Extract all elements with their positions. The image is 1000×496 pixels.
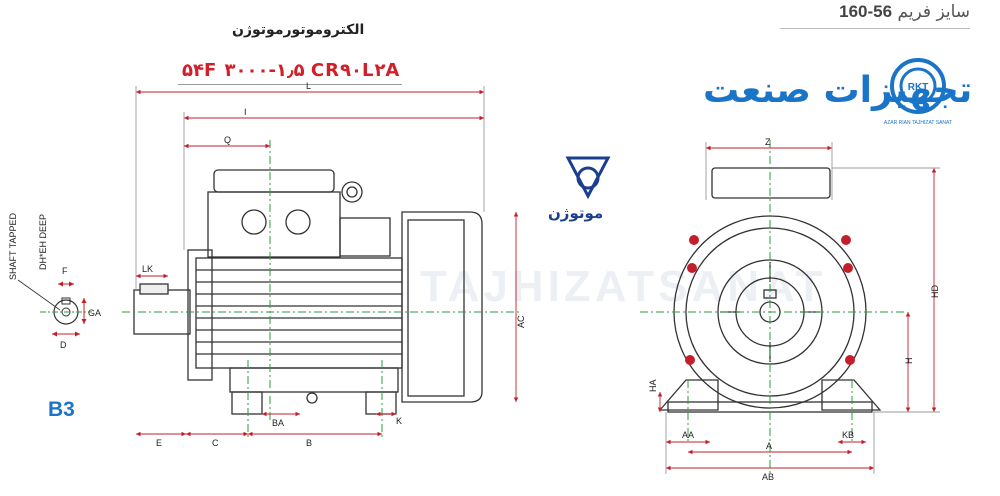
- dim-hd-label: HD: [930, 285, 940, 298]
- dim-ab-label: AB: [762, 472, 774, 482]
- dh-eh-deep-label: DH*EH DEEP: [38, 214, 48, 270]
- dim-kb-label: KB: [842, 430, 854, 440]
- dim-ha-label: HA: [648, 379, 658, 392]
- dim-ac-label: AC: [516, 315, 526, 328]
- front-dimension-labels: Z HD H HA AA A KB AB: [648, 137, 940, 482]
- frame-size-label: سایز فریم 56-160: [839, 2, 970, 22]
- motor-title: الکتروموتورموتوژن: [232, 22, 365, 38]
- dim-a-label: A: [766, 441, 772, 451]
- front-dimensions: [657, 142, 940, 474]
- dim-b-label: B: [306, 438, 312, 448]
- dim-ba-label: BA: [272, 418, 284, 428]
- side-centerlines: [122, 140, 520, 440]
- dim-d-label: D: [60, 340, 67, 350]
- shaft-end-detail: F GA D SHAFT TAPPED DH*EH DEEP: [8, 212, 101, 350]
- watermark: TAJHIZATSANAT: [420, 262, 827, 311]
- frame-size-text: سایز فریم: [897, 2, 971, 22]
- company-logo-icon: RKT AZAR RIAN TAJHIZAT SANAT: [884, 58, 952, 126]
- model-code: ۵۴F ۳۰۰۰-۱٫۵ CR۹۰L۲A: [182, 60, 401, 81]
- front-centerlines: [640, 140, 905, 474]
- dim-h-label: H: [904, 358, 914, 365]
- dim-f-label: F: [62, 266, 68, 276]
- motogen-logo-icon: [565, 156, 611, 200]
- company-logo-text: RKT: [908, 82, 929, 93]
- dim-q-label: Q: [224, 135, 231, 145]
- mount-type-label: B3: [48, 398, 75, 421]
- shaft-tapped-label: SHAFT TAPPED: [8, 212, 18, 280]
- dim-e-label: E: [156, 438, 162, 448]
- dim-z-label: Z: [765, 137, 771, 147]
- dim-lk-label: LK: [142, 264, 153, 274]
- dim-l-label: L: [306, 81, 311, 91]
- dim-aa-label: AA: [682, 430, 694, 440]
- company-tagline: AZAR RIAN TAJHIZAT SANAT: [884, 120, 952, 126]
- dim-c-label: C: [212, 438, 219, 448]
- dim-i-label: I: [244, 107, 247, 117]
- frame-rule: [780, 28, 970, 29]
- motogen-name: موتوژن: [548, 204, 604, 222]
- side-dimensions: [135, 86, 519, 437]
- side-view: [133, 169, 483, 415]
- dim-k-label: K: [396, 416, 402, 426]
- model-rule: [178, 84, 402, 85]
- company-name: تجهیزات صنعت: [703, 70, 973, 111]
- frame-size-range: 56-160: [839, 2, 893, 21]
- dim-ga-label: GA: [88, 308, 101, 318]
- side-dimension-labels: L I Q LK AC E C B BA K: [142, 81, 526, 448]
